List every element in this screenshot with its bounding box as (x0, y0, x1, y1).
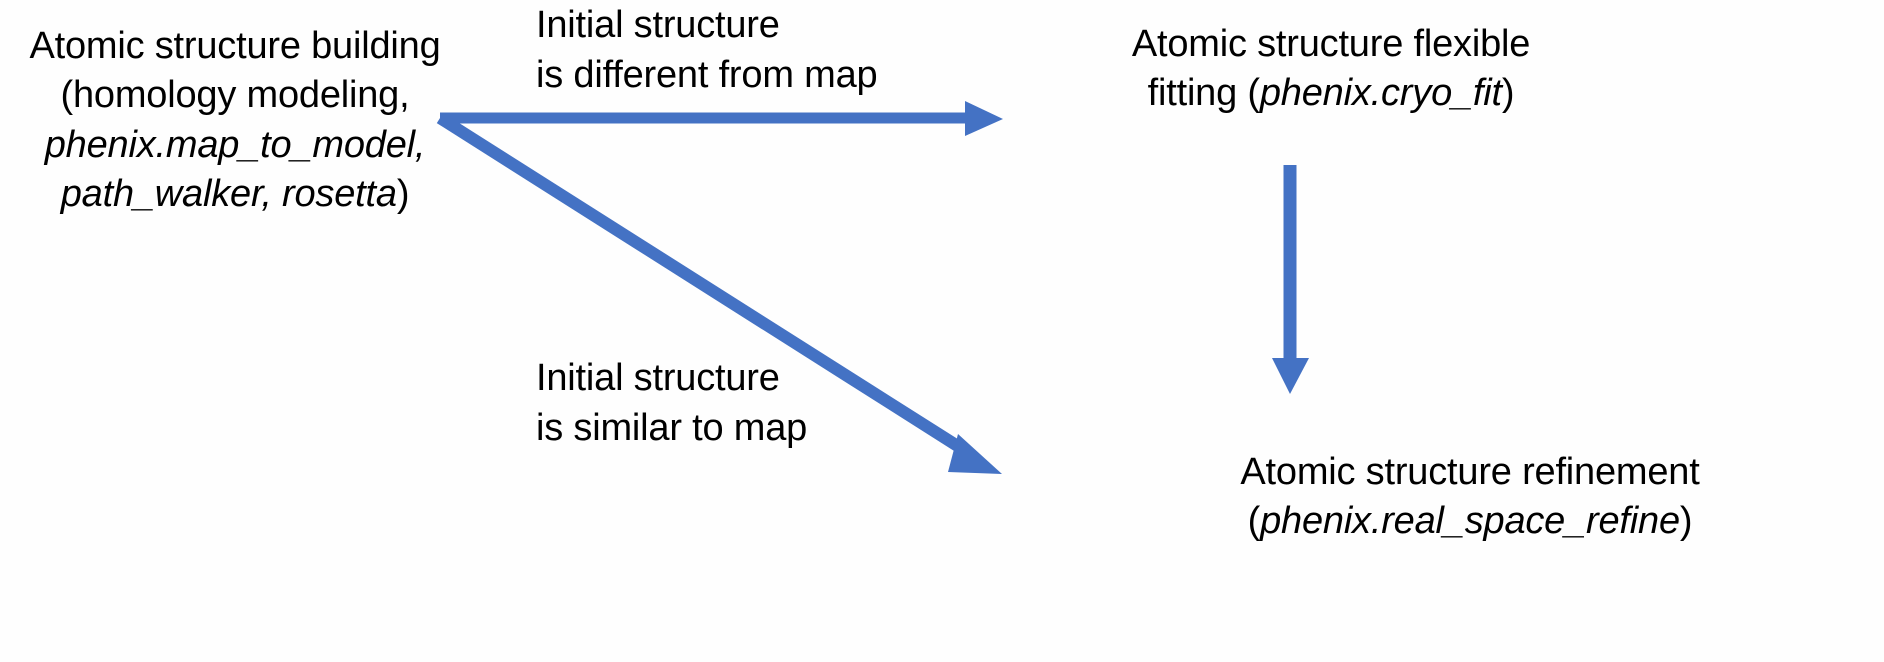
edge-label-similar-line2: is similar to map (536, 407, 808, 450)
node-flexible-fitting-line2-suffix: ) (1501, 72, 1515, 115)
node-refinement-program: phenix.real_space_refine (1260, 500, 1680, 543)
node-atomic-structure-building: Atomic structure building (homology model… (0, 22, 470, 220)
node-flexible-fitting-line2-prefix: fitting ( (1147, 72, 1260, 115)
node-building-line2: (homology modeling, (60, 74, 410, 117)
edge-label-similar-line1: Initial structure (536, 357, 780, 399)
node-refinement-line1: Atomic structure refinement (1240, 451, 1700, 493)
arrow-building-to-flexible-fitting (440, 101, 1003, 136)
node-building-line4: path_walker, rosetta (60, 173, 397, 216)
node-flexible-fitting-program: phenix.cryo_fit (1259, 72, 1502, 115)
node-refinement-line2-prefix: ( (1247, 500, 1261, 543)
node-refinement-line2-suffix: ) (1679, 500, 1693, 543)
node-building-line3: phenix.map_to_model, (44, 123, 426, 166)
node-building-line4-tail: ) (396, 173, 410, 216)
node-flexible-fitting-line1: Atomic structure flexible (1131, 23, 1531, 65)
edge-label-initial-structure-different: Initial structure is different from map (536, 0, 936, 100)
arrow-head (948, 434, 1002, 474)
edge-label-different-line2: is different from map (536, 54, 878, 97)
edge-label-initial-structure-similar: Initial structure is similar to map (536, 353, 936, 453)
arrow-flexible-fitting-to-refinement (1272, 165, 1309, 394)
arrow-head (965, 101, 1003, 136)
node-building-line1: Atomic structure building (29, 25, 441, 67)
node-atomic-structure-flexible-fitting: Atomic structure flexible fitting (phenix… (1078, 20, 1584, 119)
edge-label-different-line1: Initial structure (536, 4, 780, 46)
node-atomic-structure-refinement: Atomic structure refinement (phenix.real_… (1055, 448, 1884, 547)
arrow-head (1272, 358, 1309, 394)
